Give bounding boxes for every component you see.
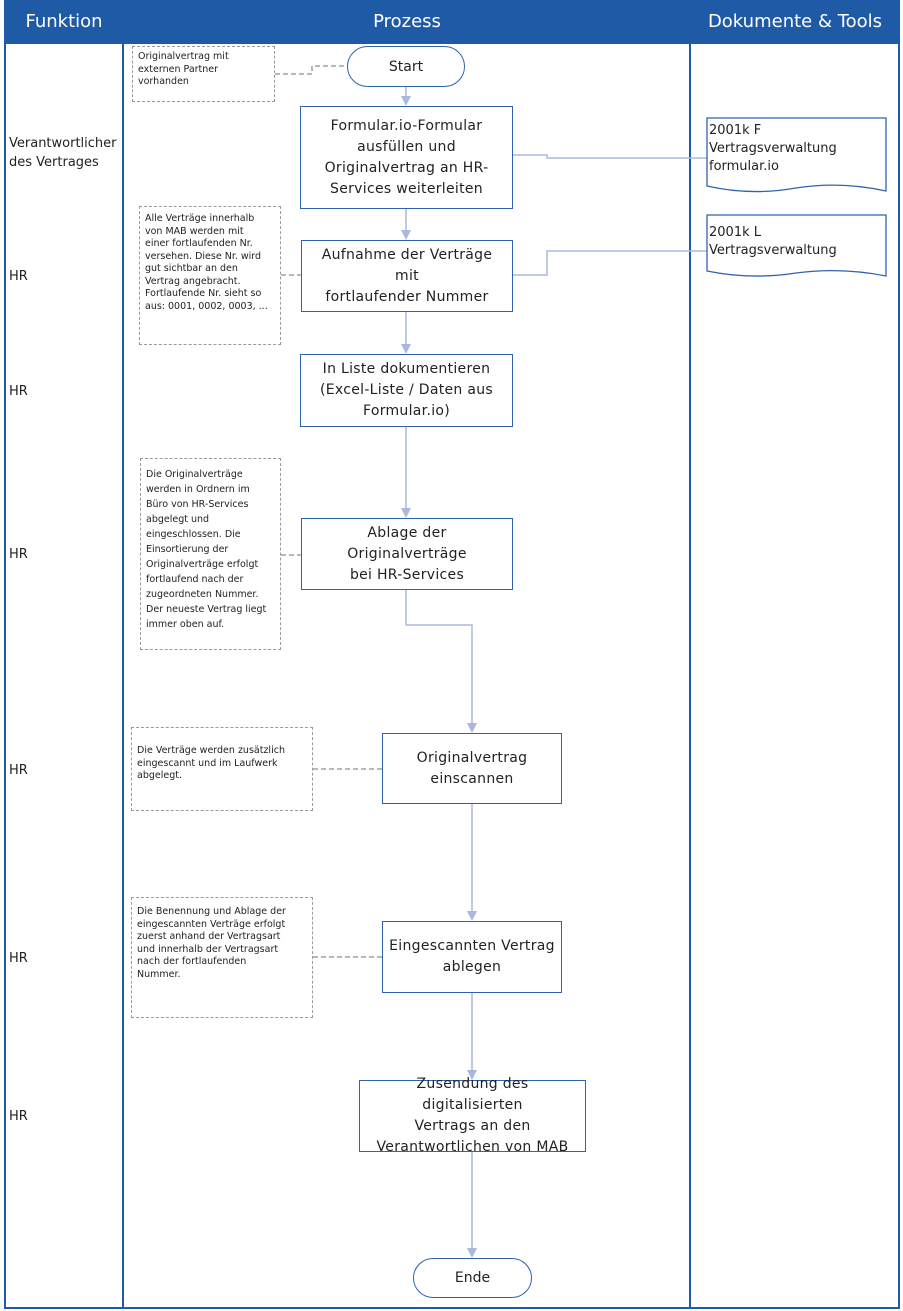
flow-arrow (405, 590, 477, 733)
role-hr: HR (9, 951, 28, 966)
lane-divider-right (689, 42, 691, 1309)
header-dokumente: Dokumente & Tools (690, 0, 900, 42)
role-hr: HR (9, 763, 28, 778)
document-shape (706, 117, 887, 193)
document-shape (706, 214, 887, 277)
document-vertragsverwaltung-formular[interactable]: 2001k F Vertragsverwaltung formular.io (709, 123, 837, 174)
annotation-note: Die Verträge werden zusätzlich eingescan… (131, 727, 313, 811)
swimlane-frame (4, 42, 900, 1309)
process-step-formular[interactable]: Formular.io-Formular ausfüllen und Origi… (300, 106, 513, 209)
process-step-aufnahme[interactable]: Aufnahme der Verträge mit fortlaufender … (301, 240, 513, 312)
process-step-eingescannt-ablegen[interactable]: Eingescannten Vertrag ablegen (382, 921, 562, 993)
header-dokumente-label: Dokumente & Tools (707, 10, 883, 32)
annotation-link (275, 65, 347, 75)
process-step-einscannen[interactable]: Originalvertrag einscannen (382, 733, 562, 804)
lane-divider-left (122, 42, 124, 1309)
role-verantwortlicher: Verantwortlicher des Vertrages (9, 136, 117, 170)
annotation-note: Die Originalverträge werden in Ordnern i… (140, 458, 281, 650)
header-prozess-label: Prozess (373, 10, 441, 32)
annotation-note: Die Benennung und Ablage der eingescannt… (131, 897, 313, 1018)
end-terminator[interactable]: Ende (413, 1258, 532, 1298)
header-prozess: Prozess (124, 0, 690, 42)
role-hr: HR (9, 384, 28, 399)
process-step-zusendung[interactable]: Zusendung des digitalisierten Vertrags a… (359, 1076, 586, 1155)
document-vertragsverwaltung-liste[interactable]: 2001k L Vertragsverwaltung (709, 225, 837, 258)
role-hr: HR (9, 1109, 28, 1124)
process-step-ablage[interactable]: Ablage der Originalverträge bei HR-Servi… (301, 518, 513, 590)
start-terminator[interactable]: Start (347, 46, 465, 87)
annotation-note: Originalvertrag mit externen Partner vor… (132, 46, 275, 102)
role-hr: HR (9, 547, 28, 562)
end-label: Ende (454, 1270, 491, 1286)
role-hr: HR (9, 269, 28, 284)
start-label: Start (388, 58, 424, 75)
doc-link (513, 154, 707, 159)
header-funktion: Funktion (4, 0, 124, 42)
doc-link (513, 250, 707, 276)
process-step-liste[interactable]: In Liste dokumentieren (Excel-Liste / Da… (300, 354, 513, 427)
annotation-note: Alle Verträge innerhalb von MAB werden m… (139, 206, 281, 345)
header-funktion-label: Funktion (25, 10, 103, 32)
